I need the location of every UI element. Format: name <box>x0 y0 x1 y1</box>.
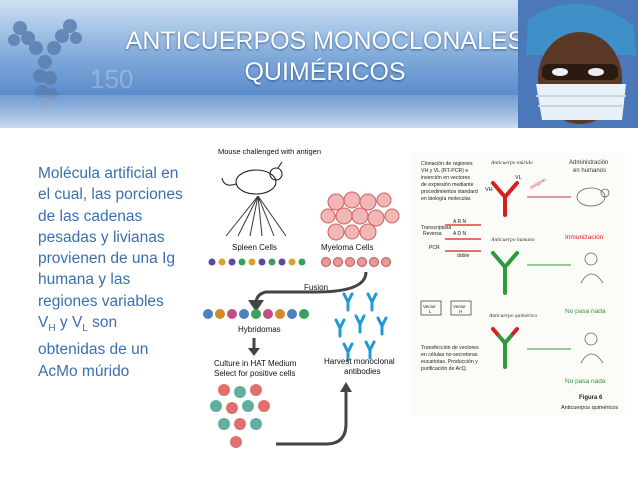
svg-text:en células no-secretoras: en células no-secretoras <box>421 352 478 358</box>
vl-label: VL <box>515 175 522 181</box>
transfection-text: Transfección de vectores en células no-s… <box>421 345 479 372</box>
human-small-icon <box>580 252 604 284</box>
spleen-cells <box>208 258 306 266</box>
svg-text:eucariotas. Producción y: eucariotas. Producción y <box>421 359 478 365</box>
mouse-icon <box>221 161 283 195</box>
caption-subtitle: Anticuerpos quiméricos <box>561 405 618 411</box>
chimeric-antibody-icon <box>491 327 519 369</box>
antibodies-icon <box>334 292 388 362</box>
description-and: y V <box>55 314 83 332</box>
culture-label-1: Culture in HAT Medium <box>214 359 297 368</box>
spleen-label: Spleen Cells <box>232 243 277 252</box>
dna-strands <box>445 224 481 252</box>
adn-label: A D N <box>453 231 466 237</box>
description-part-2: son obtenidas de un AcMo múrido <box>38 314 149 380</box>
spleen-lines <box>225 195 287 237</box>
myeloma-cells <box>320 191 400 241</box>
admin-label-1: Administración <box>569 160 608 166</box>
transcriptasa-label-1: Transcriptasa <box>421 225 451 231</box>
caption-title: Figura 6 <box>579 395 603 401</box>
slide-title: ANTICUERPOS MONOCLONALES QUIMÉRICOS <box>90 26 560 88</box>
human-small-icon-2 <box>580 332 604 364</box>
watermark-text: 150 <box>90 64 134 94</box>
svg-text:Clonación de regiones: Clonación de regiones <box>421 161 473 167</box>
svg-text:inserción en vectores: inserción en vectores <box>421 175 470 181</box>
murine-label: Anticuerpo múrido <box>490 160 533 166</box>
subscript-h: H <box>48 323 56 335</box>
myeloma-label: Myeloma Cells <box>321 243 373 252</box>
transcriptasa-label-2: Reversa <box>423 231 442 237</box>
svg-text:procedimientos standard: procedimientos standard <box>421 189 478 195</box>
vector-h-label-1: Vector <box>453 304 466 309</box>
description-part-1: Molécula artificial en el cual, las porc… <box>38 165 183 332</box>
harvest-arrow <box>276 390 348 446</box>
vector-h-box <box>450 300 472 316</box>
title-line-1: ANTICUERPOS MONOCLONALES <box>125 27 525 55</box>
description-text: Molécula artificial en el cual, las porc… <box>38 163 183 382</box>
svg-text:de expresión mediante: de expresión mediante <box>421 182 474 188</box>
svg-text:Transfección de vectores: Transfección de vectores <box>421 345 479 351</box>
mouse-label: Mouse challenged with antigen <box>218 147 321 156</box>
vector-l-label-1: Vector <box>423 304 436 309</box>
admin-label-2: en humanos <box>573 168 606 174</box>
hybridomas-label: Hybridomas <box>238 325 281 334</box>
no-pasa-label-2: No pasa nada <box>565 378 606 385</box>
title-line-2: QUIMÉRICOS <box>244 58 406 86</box>
immunization-label: Inmunización <box>565 234 604 241</box>
hybridoma-diagram: Mouse challenged with antigen Spleen Cel… <box>203 147 400 448</box>
pcr-label: PCR <box>429 245 440 251</box>
culture-label-2: Select for positive cells <box>214 369 295 378</box>
culture-cells <box>210 384 270 448</box>
slide-header: 150 ANTICUERPOS MONOCLONALES QUIMÉRICOS <box>0 0 638 128</box>
mouse-small-icon <box>576 187 610 207</box>
harvest-label-1: Harvest monoclonal <box>324 357 395 366</box>
subscript-l: L <box>82 323 88 335</box>
vector-l-box <box>420 300 442 316</box>
doble-label: doble <box>457 253 469 259</box>
chimeric-label: Anticuerpo quimérico <box>488 313 537 319</box>
human-antibody-icon <box>491 251 519 295</box>
arn-label: A R N <box>453 219 466 225</box>
no-pasa-label-1: No pasa nada <box>565 308 606 315</box>
fusion-arrow <box>254 271 368 305</box>
svg-text:purificación de AcQ.: purificación de AcQ. <box>421 366 467 372</box>
human-label: Anticuerpo humano <box>490 237 535 243</box>
vector-l-label-2: L <box>429 309 432 314</box>
surgeon-photo <box>518 0 638 128</box>
svg-text:VH y VL (RT-PCR) e: VH y VL (RT-PCR) e <box>421 168 468 174</box>
murine-antibody-icon <box>491 181 519 217</box>
cloning-text: Clonación de regiones VH y VL (RT-PCR) e… <box>421 161 478 202</box>
svg-text:en biología molecular.: en biología molecular. <box>421 196 471 202</box>
vector-h-label-2: H <box>459 309 462 314</box>
figure-6-chimeric-antibodies: Clonación de regiones VH y VL (RT-PCR) e… <box>411 153 625 415</box>
fusion-label: Fusion <box>304 283 328 292</box>
myeloma-line-cells <box>321 257 391 267</box>
harvest-label-2: antibodies <box>344 367 380 376</box>
vh-label: VH <box>485 187 493 193</box>
hybridoma-cells <box>203 309 309 319</box>
